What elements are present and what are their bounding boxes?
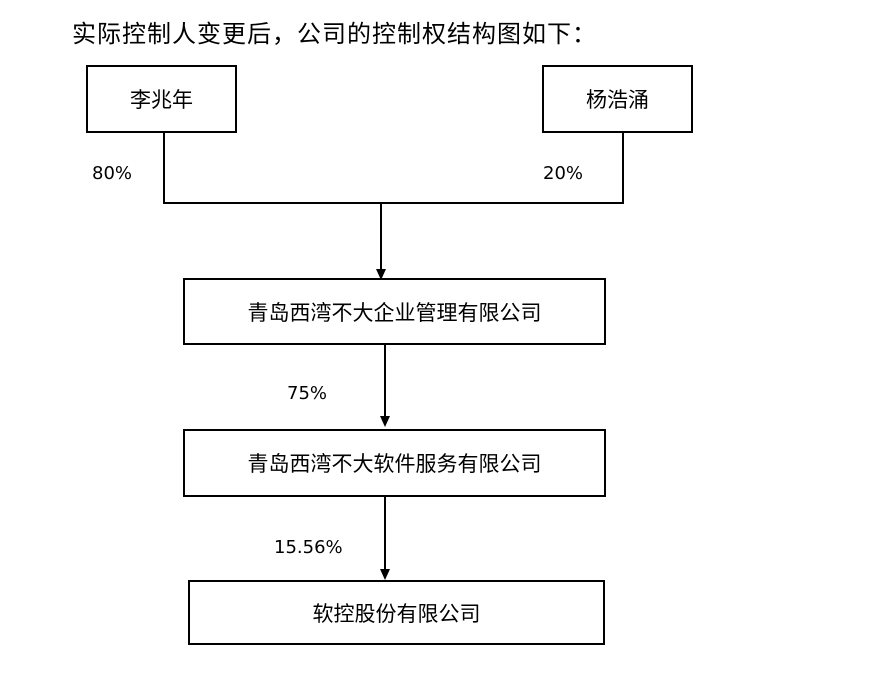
share-pct-software-to-listed: 15.56% xyxy=(274,537,343,558)
entity-box-management-co: 青岛西湾不大企业管理有限公司 xyxy=(183,278,606,345)
entity-name-software-co: 青岛西湾不大软件服务有限公司 xyxy=(247,452,542,476)
shareholder-name-yanghaoyong: 杨浩涌 xyxy=(586,88,649,112)
entity-box-software-co: 青岛西湾不大软件服务有限公司 xyxy=(183,429,606,497)
entity-name-listed-co: 软控股份有限公司 xyxy=(312,601,481,626)
share-pct-yanghaoyong: 20% xyxy=(543,163,584,184)
arrowhead-software-co xyxy=(380,416,390,427)
page-heading: 实际控制人变更后，公司的控制权结构图如下： xyxy=(72,20,597,48)
arrowhead-management-co xyxy=(376,269,386,280)
share-pct-lizhaonian: 80% xyxy=(92,163,133,184)
arrowhead-listed-co xyxy=(380,569,390,580)
shareholder-box-lizhaonian: 李兆年 xyxy=(86,65,237,133)
share-pct-management-to-software: 75% xyxy=(287,383,328,404)
entity-box-listed-co: 软控股份有限公司 xyxy=(188,580,605,645)
shareholder-name-lizhaonian: 李兆年 xyxy=(130,88,193,112)
entity-name-management-co: 青岛西湾不大企业管理有限公司 xyxy=(247,300,542,325)
shareholder-box-yanghaoyong: 杨浩涌 xyxy=(542,65,693,133)
